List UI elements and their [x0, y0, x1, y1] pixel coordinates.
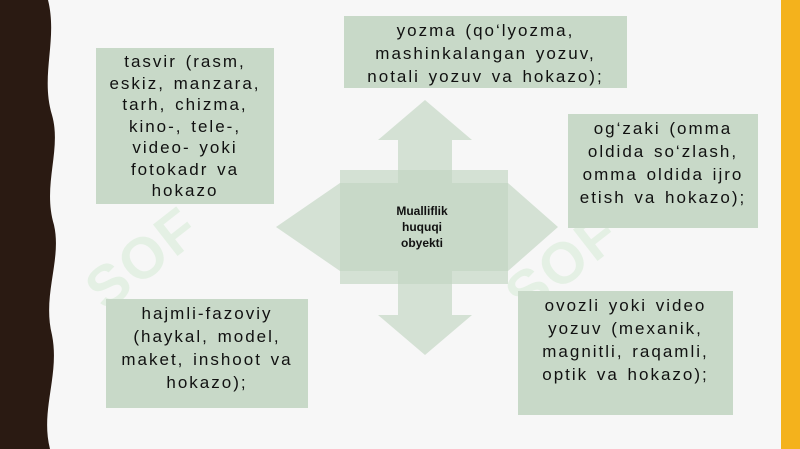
right-accent-strip: [781, 0, 800, 449]
box-oral-works: og‘zaki (omma oldida so‘zlash, omma oldi…: [568, 114, 758, 228]
box-spatial-works: hajmli-fazoviy (haykal, model, maket, in…: [106, 299, 308, 408]
box-audio-video-recordings: ovozli yoki video yozuv (mexanik, magnit…: [518, 291, 733, 415]
left-decorative-strip: [0, 0, 56, 449]
box-written-works: yozma (qo‘lyozma, mashinkalangan yozuv, …: [344, 16, 627, 88]
box-image-works: tasvir (rasm, eskiz, manzara, tarh, chiz…: [96, 48, 274, 204]
center-object-label: Mualliflik huquqi obyekti: [396, 204, 448, 250]
